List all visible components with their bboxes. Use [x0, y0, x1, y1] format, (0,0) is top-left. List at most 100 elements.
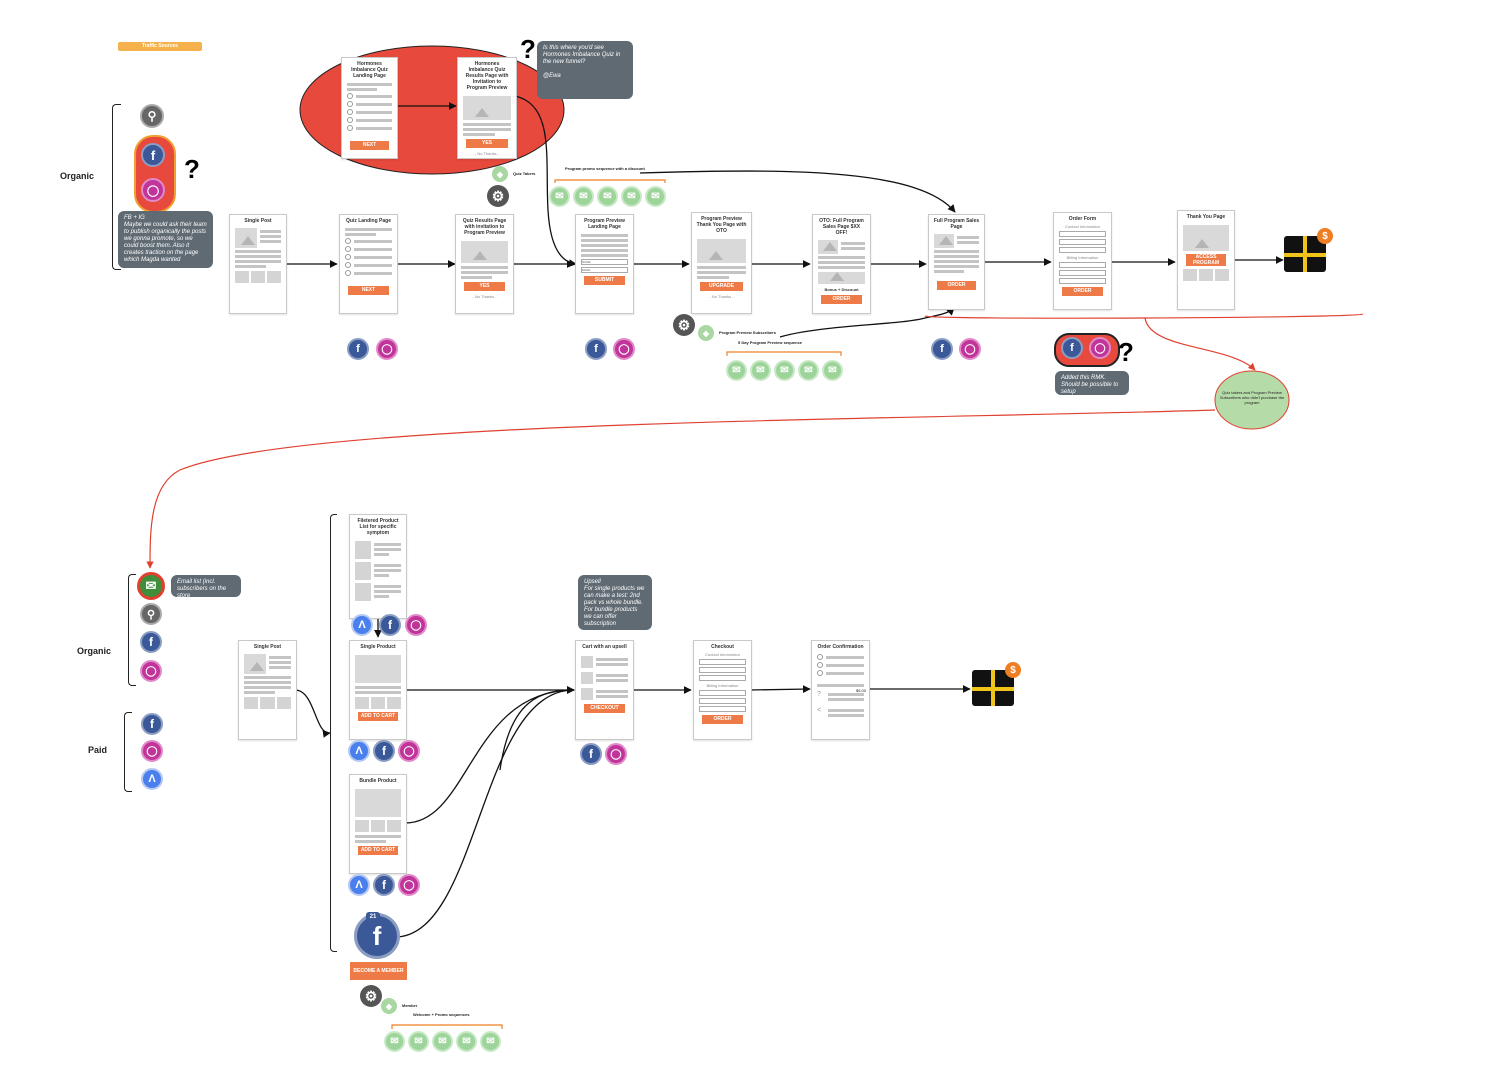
program-preview-thanks-page[interactable]: Program Preview Thank You Page with OTO … [691, 212, 752, 314]
tag-icon: ◆ [492, 166, 508, 182]
facebook-icon[interactable]: f [347, 338, 369, 360]
oto-sales-page[interactable]: OTO: Full Program Sales Page $XX OFF! Bo… [812, 214, 871, 314]
email-icon: ✉ [726, 360, 747, 381]
hq-landing-page[interactable]: Hormones Imbalance Quiz Landing Page NEX… [341, 57, 398, 159]
single-post-page-2[interactable]: Single Post [238, 640, 297, 740]
program-preview-landing-page[interactable]: Program Preview Landing Page NAME EMAIL … [575, 214, 634, 314]
instagram-icon[interactable]: ◯ [398, 874, 420, 896]
email-icon: ✉ [750, 360, 771, 381]
upgrade-button[interactable]: UPGRADE [700, 282, 743, 291]
gear-icon[interactable]: ⚙ [487, 185, 509, 207]
instagram-icon[interactable]: ◯ [141, 178, 165, 202]
email-list-note: Email list (incl. subscribers on the sto… [171, 575, 241, 597]
gear-icon[interactable]: ⚙ [673, 314, 695, 336]
google-ads-icon[interactable]: Λ [351, 614, 373, 636]
facebook-icon[interactable]: f [141, 713, 163, 735]
instagram-icon[interactable]: ◯ [141, 740, 163, 762]
search-icon[interactable]: ⚲ [140, 603, 162, 625]
gear-icon[interactable]: ⚙ [360, 985, 382, 1007]
checkout-button[interactable]: CHECKOUT [584, 704, 625, 713]
add-to-cart-button[interactable]: ADD TO CART [358, 712, 398, 721]
dollar-icon: $ [1005, 662, 1021, 678]
email-field[interactable]: EMAIL [581, 267, 628, 273]
tag-icon: ◆ [698, 325, 714, 341]
facebook-icon[interactable]: f [140, 631, 162, 653]
email-icon: ✉ [798, 360, 819, 381]
facebook-icon[interactable]: f [580, 743, 602, 765]
question-mark-icon: ? [520, 34, 536, 64]
facebook-icon[interactable]: f [141, 143, 165, 167]
email-icon: ✉ [621, 186, 642, 207]
paid-section-label: Paid [88, 745, 108, 755]
hq-next-button[interactable]: NEXT [350, 141, 389, 150]
organic-section-label: Organic [60, 171, 95, 181]
instagram-icon[interactable]: ◯ [376, 338, 398, 360]
google-ads-icon[interactable]: Λ [348, 740, 370, 762]
hq-yes-button[interactable]: YES [466, 139, 508, 148]
promo-sequence-label: Program promo sequence with a discount [565, 166, 645, 171]
name-field[interactable]: NAME [581, 259, 628, 265]
google-ads-icon[interactable]: Λ [348, 874, 370, 896]
submit-button[interactable]: SUBMIT [584, 276, 625, 285]
add-to-cart-button[interactable]: ADD TO CART [358, 846, 398, 855]
instagram-icon[interactable]: ◯ [1089, 337, 1111, 359]
email-icon: ✉ [408, 1031, 429, 1052]
single-post-page[interactable]: Single Post [229, 214, 287, 314]
facebook-icon[interactable]: f [1061, 337, 1083, 359]
thank-you-page[interactable]: Thank You Page ACCESS PROGRAM [1177, 210, 1235, 310]
facebook-icon[interactable]: f [373, 740, 395, 762]
access-program-button[interactable]: ACCESS PROGRAM [1186, 254, 1226, 266]
single-product-page[interactable]: Single Product ADD TO CART [349, 640, 407, 740]
checkout-order-button[interactable]: ORDER [702, 715, 743, 724]
checkout-page[interactable]: Checkout Contact Information Billing Inf… [693, 640, 752, 740]
become-member-button[interactable]: BECOME A MEMBER [350, 962, 407, 980]
instagram-icon[interactable]: ◯ [959, 338, 981, 360]
facebook-icon[interactable]: f [931, 338, 953, 360]
instagram-icon[interactable]: ◯ [405, 614, 427, 636]
facebook-icon[interactable]: f [379, 614, 401, 636]
oto-order-button[interactable]: ORDER [821, 295, 862, 304]
quiz-note: Is this where you'd see Hormones Imbalan… [537, 41, 633, 99]
quiz-next-button[interactable]: NEXT [348, 286, 389, 295]
hq-results-page[interactable]: Hormones Imbalance Quiz Results Page wit… [457, 57, 517, 159]
organic-brace [128, 574, 136, 686]
member-label: Member [402, 1003, 418, 1008]
question-mark-icon: ? [184, 154, 200, 184]
tag-icon: ◆ [381, 998, 397, 1014]
audience-blob [1214, 370, 1290, 430]
order-confirmation-page[interactable]: Order Confirmation ? < [811, 640, 870, 740]
search-icon[interactable]: ⚲ [140, 104, 164, 128]
paid-brace [124, 712, 132, 792]
filtered-product-list-page[interactable]: Filetered Product List for specific symp… [349, 514, 407, 619]
quiz-landing-page[interactable]: Quiz Landing Page NEXT [339, 214, 398, 314]
cart-page[interactable]: Cart with an upsell CHECKOUT [575, 640, 634, 740]
email-icon[interactable]: ✉ [137, 572, 165, 600]
bundle-product-page[interactable]: Bundle Product ADD TO CART [349, 774, 407, 874]
order-form-button[interactable]: ORDER [1062, 287, 1103, 296]
rmk-note: Added this RMK. Should be possible to se… [1055, 371, 1129, 395]
instagram-icon[interactable]: ◯ [605, 743, 627, 765]
full-program-sales-page[interactable]: Full Program Sales Page ORDER [928, 214, 985, 310]
gift-icon [972, 670, 1014, 706]
email-icon: ✉ [480, 1031, 501, 1052]
instagram-icon[interactable]: ◯ [613, 338, 635, 360]
price-label: $5.00 [856, 688, 867, 693]
email-icon: ✉ [573, 186, 594, 207]
question-mark-icon: ? [1118, 337, 1134, 367]
welcome-sequence-label: Welcome + Promo sequences [413, 1012, 470, 1017]
instagram-icon[interactable]: ◯ [398, 740, 420, 762]
email-icon: ✉ [822, 360, 843, 381]
order-form-page[interactable]: Order Form Contact Information Billing I… [1053, 212, 1112, 310]
google-ads-icon[interactable]: Λ [141, 768, 163, 790]
upsell-note: Upsell For single products we can make a… [578, 575, 652, 630]
facebook-icon[interactable]: f [585, 338, 607, 360]
email-icon: ✉ [549, 186, 570, 207]
facebook-icon[interactable]: f [373, 874, 395, 896]
gift-icon [1284, 236, 1326, 272]
quiz-yes-button[interactable]: YES [464, 282, 505, 291]
quiz-results-page[interactable]: Quiz Results Page with invitation to Pro… [455, 214, 514, 314]
full-order-button[interactable]: ORDER [937, 281, 976, 290]
instagram-icon[interactable]: ◯ [140, 660, 162, 682]
